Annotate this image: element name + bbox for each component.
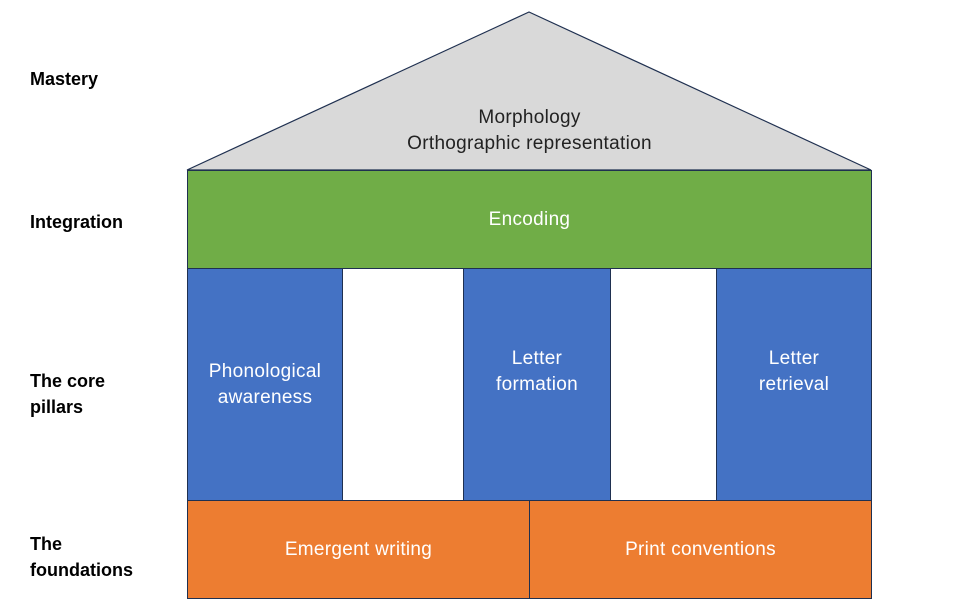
level-label-mastery: Mastery bbox=[30, 69, 99, 89]
integration-box: Encoding bbox=[187, 170, 872, 269]
foundation-label: Print conventions bbox=[625, 538, 776, 560]
integration-label: Encoding bbox=[488, 208, 571, 230]
pillar-label: Letter retrieval bbox=[758, 348, 830, 395]
foundation-label: Emergent writing bbox=[284, 538, 433, 560]
level-label-integration: Integration bbox=[30, 212, 123, 232]
pillar-letter-formation: Letter formation bbox=[463, 268, 611, 501]
roof-line-morphology: Morphology bbox=[478, 107, 581, 128]
roof-text: Morphology Orthographic representation bbox=[187, 105, 872, 157]
pillar-label: Phonological awareness bbox=[208, 360, 322, 408]
pillar-label: Letter formation bbox=[496, 348, 578, 395]
level-label-foundations: The foundations bbox=[30, 534, 133, 580]
pillar-phonological-awareness: Phonological awareness bbox=[187, 268, 343, 501]
pillar-letter-retrieval: Letter retrieval bbox=[716, 268, 872, 501]
roof-line-orthographic: Orthographic representation bbox=[407, 133, 652, 154]
level-label-core-pillars: The core pillars bbox=[30, 371, 106, 417]
foundation-print-conventions: Print conventions bbox=[529, 500, 872, 599]
foundation-emergent-writing: Emergent writing bbox=[187, 500, 530, 599]
